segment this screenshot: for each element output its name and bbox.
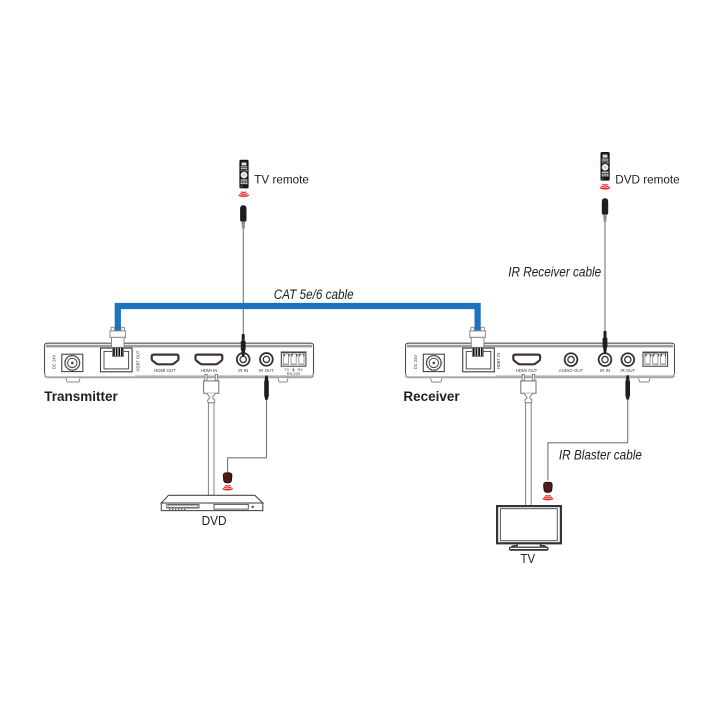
svg-text:Transmitter: Transmitter — [44, 389, 118, 404]
svg-text:DVD remote: DVD remote — [615, 174, 679, 187]
svg-text:IR Blaster cable: IR Blaster cable — [559, 447, 642, 462]
svg-text:TX: TX — [284, 367, 289, 372]
svg-text:TV: TV — [521, 551, 536, 566]
svg-text:HDMI OUT: HDMI OUT — [516, 368, 538, 373]
svg-text:IR OUT: IR OUT — [259, 368, 274, 373]
svg-text:IR IN: IR IN — [238, 368, 248, 373]
svg-text:Receiver: Receiver — [403, 389, 460, 404]
svg-text:HDBT OUT: HDBT OUT — [136, 350, 141, 371]
svg-text:RS-232: RS-232 — [287, 371, 301, 376]
svg-text:TV remote: TV remote — [254, 174, 309, 187]
svg-text:CAT 5e/6 cable: CAT 5e/6 cable — [274, 287, 354, 302]
svg-text:HDMI IN: HDMI IN — [201, 368, 218, 373]
svg-text:RX: RX — [297, 367, 303, 372]
svg-text:DVD: DVD — [202, 513, 227, 528]
svg-text:IR Receiver cable: IR Receiver cable — [508, 265, 601, 280]
svg-text:HDMI OUT: HDMI OUT — [154, 368, 176, 373]
svg-text:HDBT IN: HDBT IN — [496, 353, 501, 369]
svg-text:IR OUT: IR OUT — [620, 368, 635, 373]
svg-text:AUDIO OUT: AUDIO OUT — [559, 368, 584, 373]
svg-text:DC 24V: DC 24V — [413, 355, 418, 370]
svg-text:IR IN: IR IN — [600, 368, 610, 373]
svg-text:DC 24V: DC 24V — [51, 355, 56, 370]
